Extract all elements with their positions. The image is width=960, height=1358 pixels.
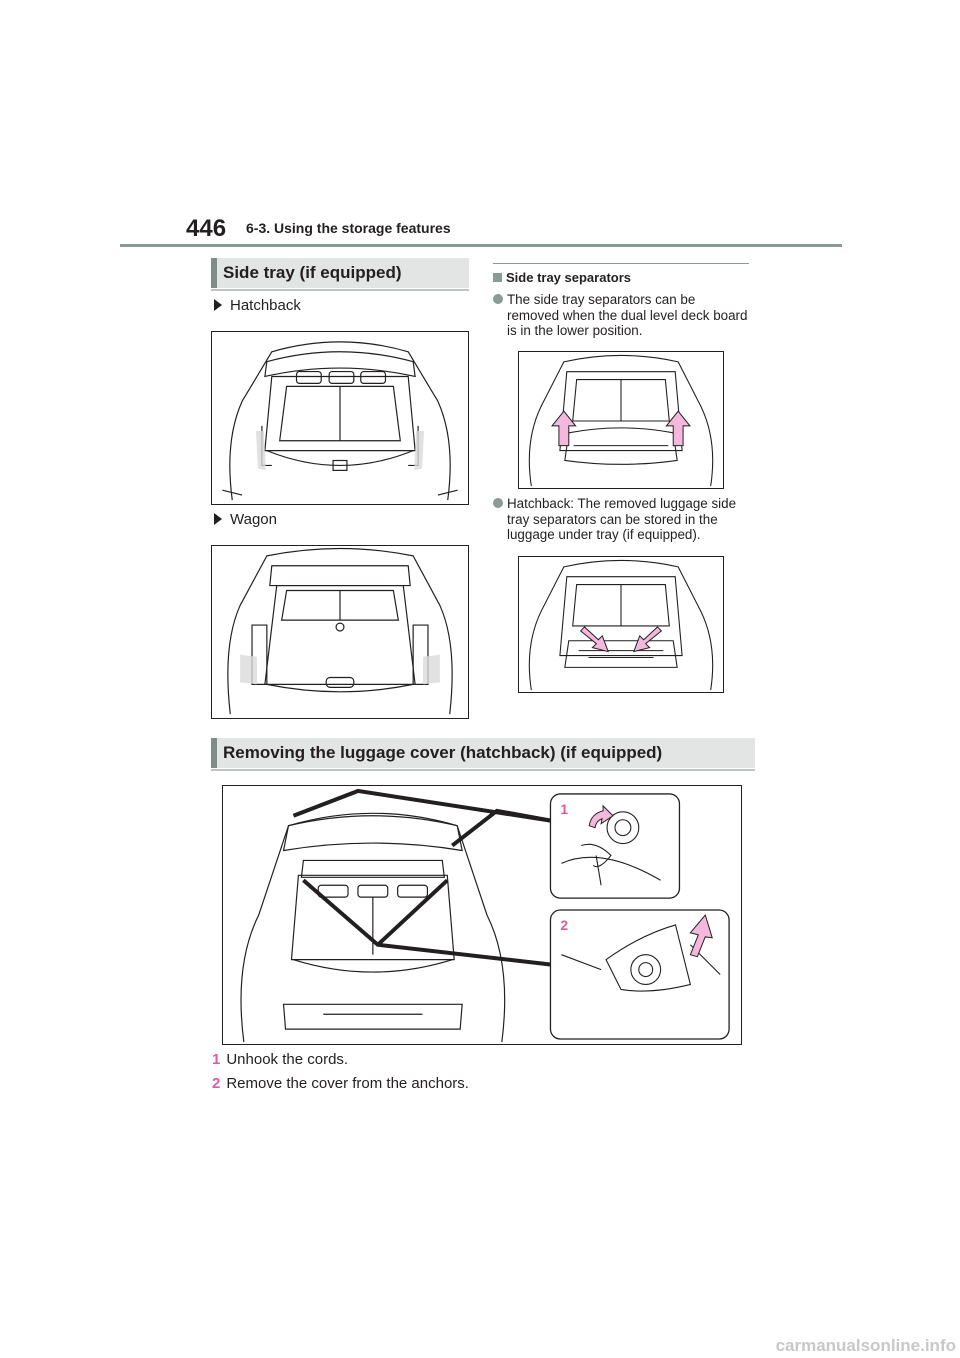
triangle-bullet-icon	[214, 299, 222, 311]
separator-removal-illustration	[528, 354, 714, 487]
callout-2: 2	[560, 917, 568, 933]
section-path: 6-3. Using the storage features	[246, 220, 451, 236]
wagon-trunk-figure	[211, 545, 469, 719]
wagon-label: Wagon	[214, 511, 277, 528]
luggage-cover-heading: Removing the luggage cover (hatchback) (…	[211, 738, 755, 771]
step-1-text: Unhook the cords.	[226, 1051, 349, 1068]
watermark: carmanualsonline.info	[775, 1336, 956, 1355]
wagon-trunk-illustration	[227, 547, 453, 715]
bullet-dot-icon	[493, 498, 503, 508]
bullet-dot-icon	[493, 294, 503, 304]
step-2-number: 2	[212, 1075, 221, 1092]
column-rule	[493, 263, 749, 264]
separators-subheading: Side tray separators	[493, 270, 631, 285]
step-2-text: Remove the cover from the anchors.	[226, 1075, 469, 1092]
separator-storage-figure	[518, 556, 724, 693]
separators-bullet-1-text: The side tray separators can be removed …	[507, 292, 748, 338]
separators-bullet-2-text: Hatchback: The removed luggage side tray…	[507, 496, 737, 542]
hatchback-trunk-illustration	[222, 341, 458, 501]
step-1: 1 Unhook the cords.	[212, 1051, 348, 1068]
luggage-cover-heading-text: Removing the luggage cover (hatchback) (…	[223, 743, 663, 762]
separators-bullet-2: Hatchback: The removed luggage side tray…	[493, 496, 749, 543]
step-2: 2 Remove the cover from the anchors.	[212, 1075, 469, 1092]
separator-removal-figure	[518, 351, 724, 489]
page-number: 446	[186, 215, 227, 242]
hatchback-trunk-figure	[211, 331, 469, 505]
luggage-cover-figure: 1 2	[222, 785, 742, 1045]
hatchback-label-text: Hatchback	[230, 297, 301, 314]
square-bullet-icon	[493, 273, 502, 282]
separators-bullet-1: The side tray separators can be removed …	[493, 292, 749, 339]
hatchback-label: Hatchback	[214, 297, 301, 314]
luggage-cover-illustration: 1 2	[240, 788, 730, 1043]
separators-subheading-text: Side tray separators	[506, 270, 632, 285]
callout-1: 1	[560, 801, 568, 817]
side-tray-heading-text: Side tray (if equipped)	[223, 263, 402, 282]
triangle-bullet-icon	[214, 513, 222, 525]
step-1-number: 1	[212, 1051, 221, 1068]
wagon-label-text: Wagon	[230, 511, 277, 528]
side-tray-heading: Side tray (if equipped)	[211, 258, 469, 291]
separator-storage-illustration	[528, 559, 714, 691]
header-rule	[120, 244, 842, 247]
